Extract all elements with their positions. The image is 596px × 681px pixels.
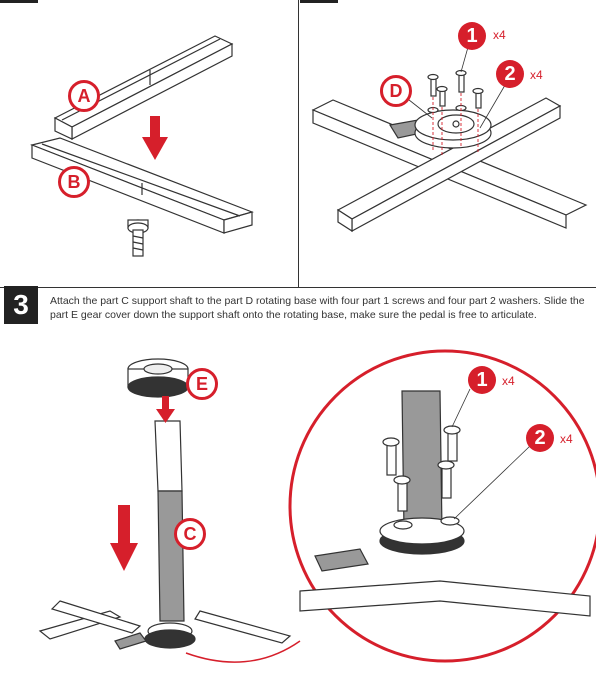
- label-part-a: A: [68, 80, 100, 112]
- label-part-b: B: [58, 166, 90, 198]
- qty-part-2-detail: x4: [560, 432, 573, 446]
- qty-part-1-top: x4: [493, 28, 506, 42]
- label-part-d: D: [380, 75, 412, 107]
- badge-part-2-detail: 2: [526, 424, 554, 452]
- qty-part-2-top: x4: [530, 68, 543, 82]
- label-part-e: E: [186, 368, 218, 400]
- step2-illustration: [298, 0, 596, 287]
- badge-part-1-detail: 1: [468, 366, 496, 394]
- badge-part-2-top: 2: [496, 60, 524, 88]
- label-part-c: C: [174, 518, 206, 550]
- step3-illustration: [0, 281, 596, 681]
- qty-part-1-detail: x4: [502, 374, 515, 388]
- badge-part-1-top: 1: [458, 22, 486, 50]
- step1-illustration: [0, 0, 298, 287]
